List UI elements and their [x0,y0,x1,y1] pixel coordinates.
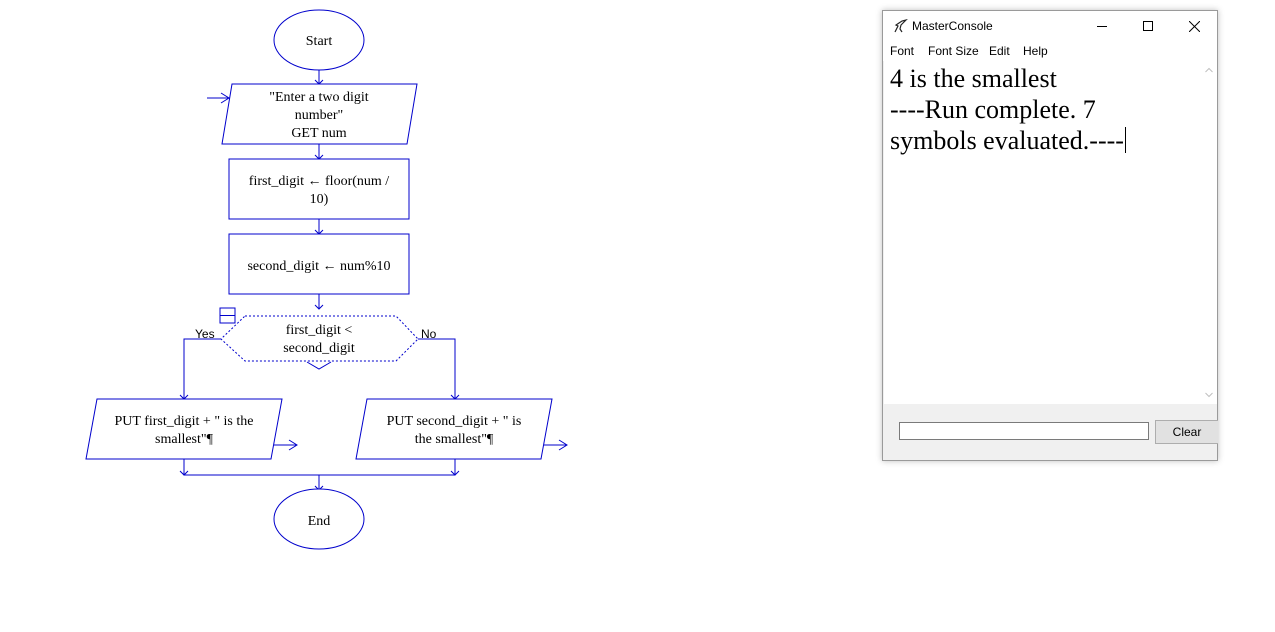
merge-line [183,459,456,476]
output-yes-line-1: PUT first_digit + " is the [115,414,254,429]
output-no-parallelogram[interactable] [355,398,553,460]
assign-first-digit-box[interactable] [228,158,410,220]
clear-button[interactable]: Clear [1155,420,1218,444]
title-bar[interactable]: MasterConsole [883,11,1217,41]
close-button[interactable] [1171,11,1217,41]
menu-bar: Font Font Size Edit Help [883,41,1217,61]
window-title: MasterConsole [912,19,993,33]
console-output-area[interactable]: 4 is the smallest ----Run complete. 7 sy… [884,61,1201,404]
minimize-icon [1097,26,1107,27]
menu-help[interactable]: Help [1023,44,1048,58]
output-yes-line-2: smallest"¶ [155,432,214,447]
input-line-2: number" [295,108,343,123]
input-parallelogram[interactable] [221,83,418,145]
scroll-down-icon[interactable] [1205,392,1213,398]
console-input-field[interactable] [899,422,1149,440]
maximize-button[interactable] [1125,11,1171,41]
output-no-line-1: PUT second_digit + " is [387,414,522,429]
start-label: Start [306,34,333,49]
text-caret [1124,127,1126,153]
scroll-up-icon[interactable] [1205,67,1213,73]
yes-branch-line [183,338,221,399]
yes-label: Yes [195,327,215,341]
assign2-line-1: second_digit ← num%10 [247,259,390,274]
output-line: 4 is the smallest [890,64,1057,93]
raptor-icon [894,19,908,33]
close-icon [1188,20,1200,32]
console-input-bar: Clear [883,404,1218,460]
input-line-1: "Enter a two digit [269,90,369,105]
menu-font[interactable]: Font [890,44,915,58]
output-line: symbols evaluated.---- [890,126,1124,155]
assign1-line-2: 10) [310,192,329,207]
assign1-line-1: first_digit ← floor(num / [249,174,389,189]
end-oval[interactable] [273,488,365,550]
no-label: No [421,327,437,341]
master-console-window: MasterConsole Font Font Size Edit Help 4… [882,10,1218,461]
output-no-line-2: the smallest"¶ [415,432,494,447]
menu-edit[interactable]: Edit [989,44,1010,58]
output-yes-parallelogram[interactable] [85,398,283,460]
minimize-button[interactable] [1079,11,1125,41]
maximize-icon [1143,21,1153,31]
output-line: ----Run complete. 7 [890,95,1096,124]
flowchart-canvas: Start "Enter a two digit number" GET num… [85,9,568,550]
menu-font-size[interactable]: Font Size [928,44,979,58]
end-label: End [308,514,331,529]
no-branch-line [418,338,456,399]
decision-line-1: first_digit < [286,323,353,338]
vertical-scrollbar[interactable] [1201,61,1217,404]
decision-line-2: second_digit [283,341,355,356]
input-line-3: GET num [291,126,346,141]
